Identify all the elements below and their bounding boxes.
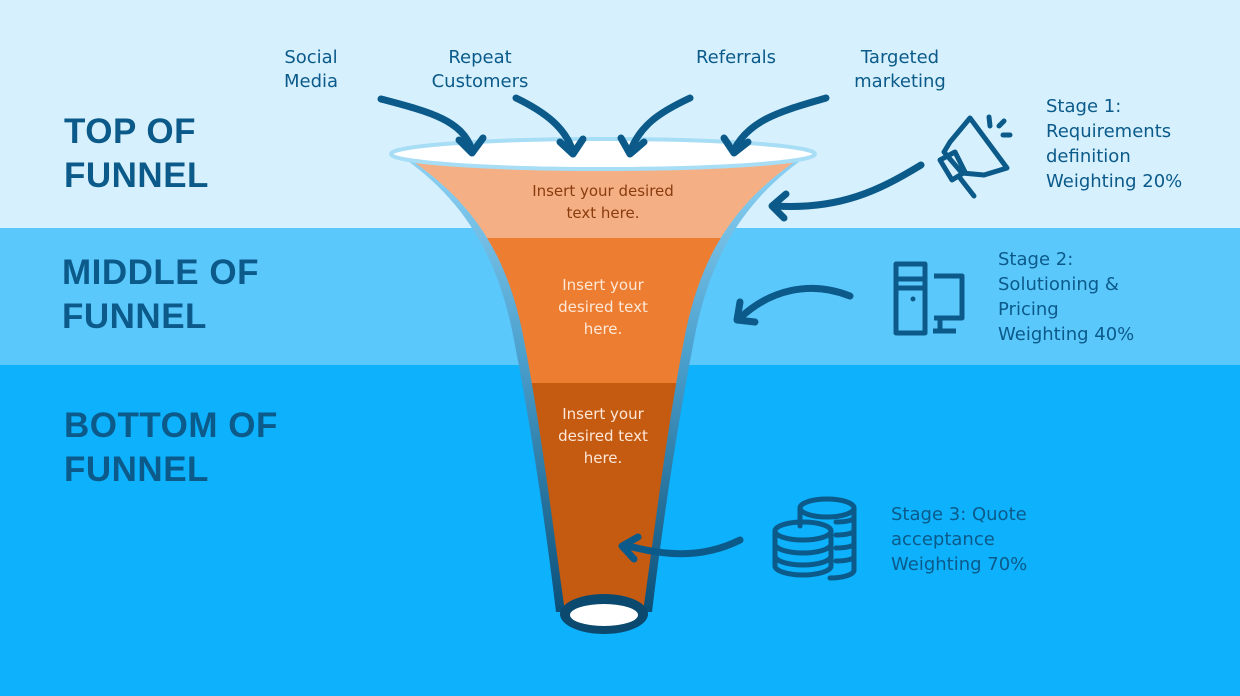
arrow-stage-2	[733, 284, 854, 326]
arrow-stage-1	[768, 161, 925, 222]
source-social-media: Social Media	[283, 47, 339, 92]
arrow-stage-3	[618, 533, 744, 563]
arrow-social-media	[377, 95, 487, 157]
stage-2-description: Stage 2: Solutioning & Pricing Weighting…	[998, 249, 1135, 345]
arrow-targeted-marketing	[720, 94, 830, 157]
source-referrals: Referrals	[695, 47, 777, 68]
heading-middle-of-funnel: MIDDLE OF FUNNEL	[62, 253, 259, 336]
heading-top-of-funnel: TOP OF FUNNEL	[64, 112, 209, 195]
funnel-text-middle: Insert your desired text here.	[558, 276, 648, 338]
stage-3-description: Stage 3: Quote acceptance Weighting 70%	[891, 504, 1028, 575]
stage-1-description: Stage 1: Requirements definition Weighti…	[1046, 96, 1183, 192]
arrow-repeat-customers	[512, 94, 587, 158]
funnel-bottom-opening	[570, 604, 638, 626]
funnel-top-opening	[389, 137, 817, 171]
heading-bottom-of-funnel: BOTTOM OF FUNNEL	[64, 406, 278, 489]
megaphone-icon	[937, 114, 1013, 199]
funnel-text-top: Insert your desired text here.	[532, 182, 674, 222]
source-repeat-customers: Repeat Customers	[431, 47, 529, 92]
source-targeted-marketing: Targeted marketing	[854, 47, 946, 92]
arrow-referrals	[617, 94, 694, 158]
funnel-text-bottom: Insert your desired text here.	[558, 405, 648, 467]
computer-icon	[893, 261, 965, 336]
coins-icon	[772, 496, 857, 581]
